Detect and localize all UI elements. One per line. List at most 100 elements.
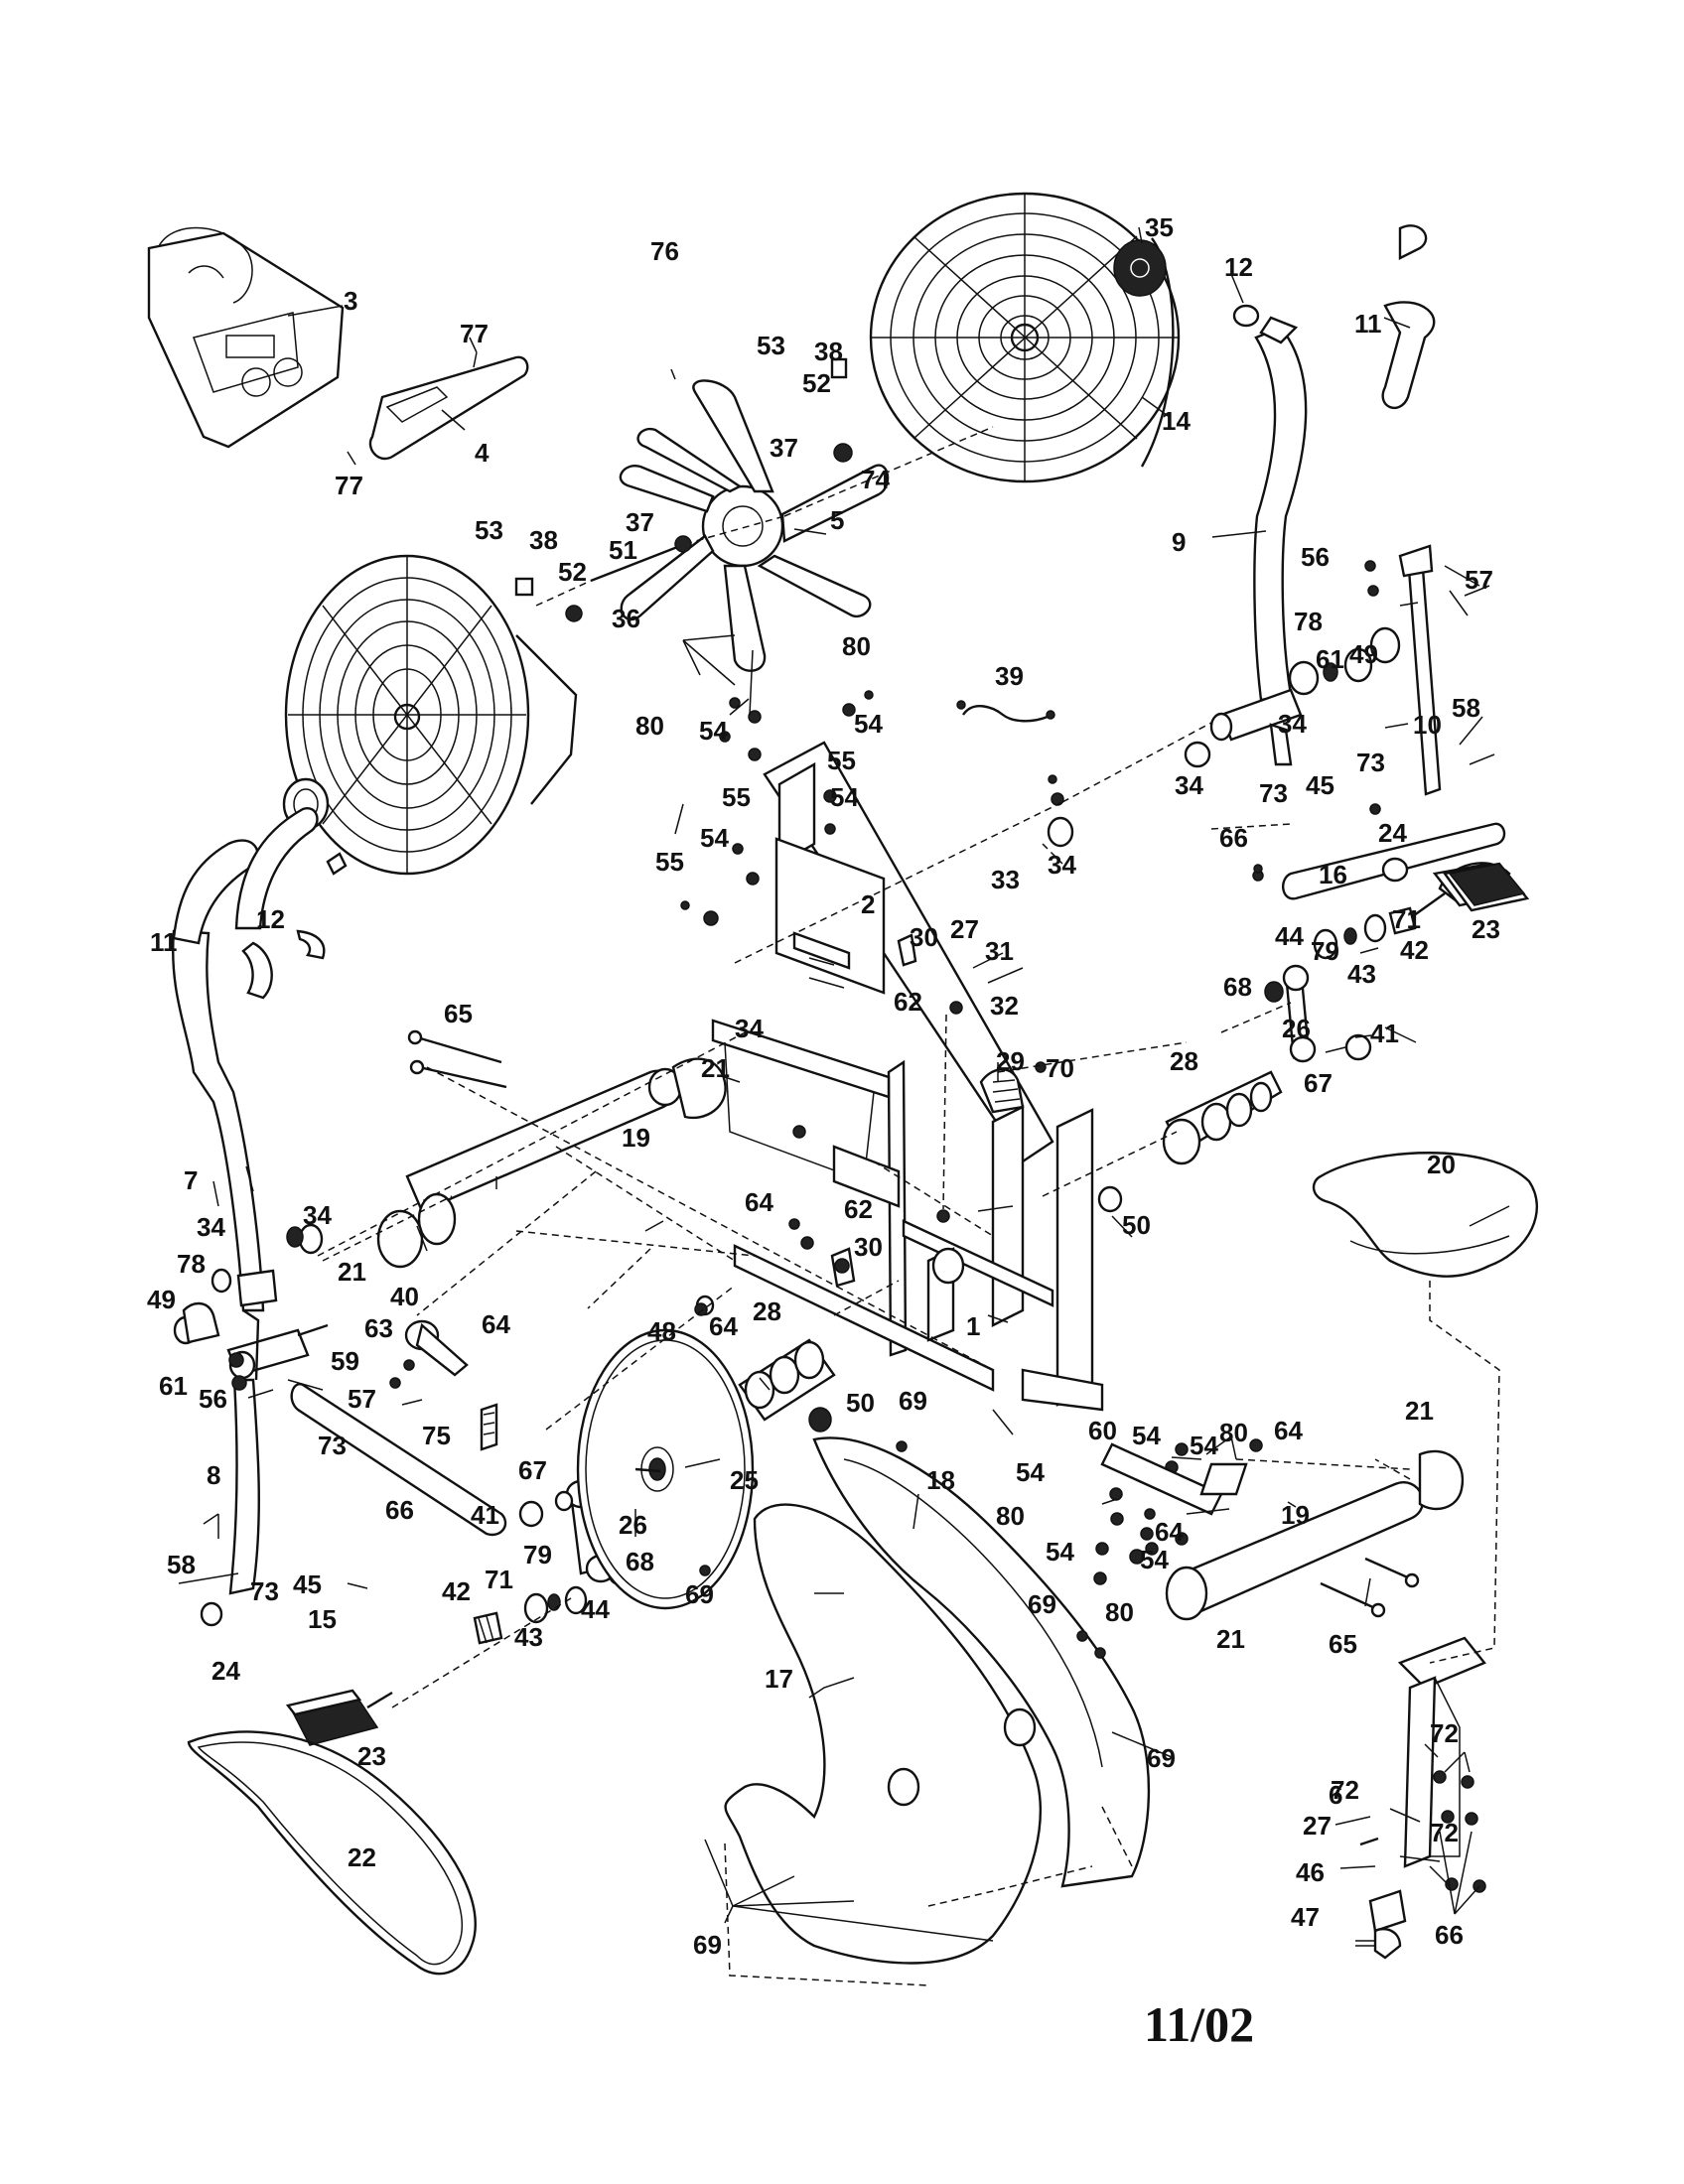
svg-text:9: 9 — [1172, 527, 1186, 557]
svg-text:12: 12 — [1224, 252, 1253, 282]
svg-text:44: 44 — [1275, 921, 1304, 951]
assembly-lines — [317, 722, 1411, 1986]
svg-text:46: 46 — [1296, 1857, 1325, 1887]
svg-text:69: 69 — [685, 1579, 714, 1609]
svg-text:31: 31 — [985, 936, 1014, 966]
svg-text:58: 58 — [167, 1550, 196, 1579]
svg-text:52: 52 — [558, 557, 587, 587]
svg-text:77: 77 — [460, 319, 489, 348]
svg-text:16: 16 — [1319, 860, 1347, 889]
svg-text:3: 3 — [344, 286, 357, 316]
svg-text:69: 69 — [1147, 1743, 1176, 1773]
svg-text:55: 55 — [722, 782, 751, 812]
svg-text:23: 23 — [1472, 914, 1500, 944]
svg-text:70: 70 — [1046, 1053, 1074, 1083]
svg-text:34: 34 — [1278, 709, 1307, 739]
svg-text:80: 80 — [1105, 1597, 1134, 1627]
svg-text:71: 71 — [1392, 904, 1421, 934]
svg-text:27: 27 — [1303, 1811, 1332, 1841]
svg-text:55: 55 — [827, 746, 856, 775]
svg-text:56: 56 — [199, 1384, 227, 1414]
svg-text:56: 56 — [1301, 542, 1330, 572]
svg-text:39: 39 — [995, 661, 1024, 691]
svg-text:23: 23 — [357, 1741, 386, 1771]
svg-text:25: 25 — [730, 1465, 759, 1495]
svg-text:78: 78 — [1294, 607, 1323, 636]
bearing-housing-icon — [695, 1185, 1123, 1433]
svg-text:65: 65 — [1329, 1629, 1357, 1659]
svg-text:64: 64 — [1274, 1416, 1303, 1445]
svg-text:32: 32 — [990, 991, 1019, 1021]
svg-text:64: 64 — [1155, 1517, 1184, 1547]
svg-text:21: 21 — [338, 1257, 366, 1287]
svg-text:12: 12 — [256, 904, 285, 934]
svg-text:67: 67 — [518, 1455, 547, 1485]
svg-text:42: 42 — [1400, 935, 1429, 965]
svg-text:64: 64 — [482, 1309, 510, 1339]
fan-axle-icon — [514, 357, 994, 622]
svg-text:34: 34 — [1048, 850, 1076, 880]
svg-text:47: 47 — [1291, 1902, 1320, 1932]
svg-text:37: 37 — [770, 433, 798, 463]
svg-text:61: 61 — [1316, 644, 1344, 674]
svg-text:21: 21 — [701, 1053, 730, 1083]
date-code: 11/02 — [1144, 1996, 1255, 2052]
svg-text:17: 17 — [765, 1664, 793, 1694]
svg-text:27: 27 — [950, 914, 979, 944]
svg-text:50: 50 — [1122, 1210, 1151, 1240]
fan-guard-icon — [284, 554, 578, 876]
svg-text:73: 73 — [1259, 778, 1288, 808]
svg-text:26: 26 — [1282, 1014, 1311, 1043]
svg-text:24: 24 — [211, 1656, 240, 1686]
svg-text:21: 21 — [1405, 1396, 1434, 1426]
svg-text:54: 54 — [1132, 1421, 1161, 1450]
svg-text:1: 1 — [966, 1311, 980, 1341]
svg-text:67: 67 — [1304, 1068, 1333, 1098]
svg-text:68: 68 — [1223, 972, 1252, 1002]
svg-text:66: 66 — [385, 1495, 414, 1525]
fastener-icon — [389, 560, 1381, 1585]
svg-text:63: 63 — [364, 1313, 393, 1343]
svg-text:54: 54 — [1190, 1431, 1218, 1460]
svg-text:57: 57 — [348, 1384, 376, 1414]
svg-text:79: 79 — [1311, 936, 1339, 966]
svg-text:80: 80 — [996, 1501, 1025, 1531]
svg-text:7: 7 — [184, 1165, 198, 1195]
svg-text:8: 8 — [207, 1460, 220, 1490]
svg-text:19: 19 — [1281, 1500, 1310, 1530]
frame-icon — [711, 741, 1104, 1412]
svg-text:68: 68 — [626, 1547, 654, 1576]
svg-text:48: 48 — [647, 1316, 676, 1346]
svg-text:53: 53 — [757, 331, 785, 360]
flywheel-icon — [576, 1328, 755, 1610]
svg-text:51: 51 — [609, 535, 637, 565]
belt-icon — [187, 1730, 477, 1976]
crank-parts-icon — [1162, 906, 1417, 1165]
svg-text:79: 79 — [523, 1540, 552, 1570]
pedal-icon — [285, 1689, 393, 1746]
svg-text:43: 43 — [1347, 959, 1376, 989]
svg-text:69: 69 — [1028, 1589, 1056, 1619]
svg-text:57: 57 — [1465, 565, 1493, 595]
handlebar-icon — [1209, 224, 1442, 796]
svg-text:26: 26 — [619, 1510, 647, 1540]
console-icon — [147, 226, 345, 449]
svg-text:42: 42 — [442, 1576, 471, 1606]
svg-text:35: 35 — [1145, 212, 1174, 242]
svg-text:22: 22 — [348, 1843, 376, 1872]
leader-lines — [203, 226, 1510, 1942]
svg-text:64: 64 — [709, 1311, 738, 1341]
svg-text:41: 41 — [1370, 1019, 1399, 1048]
svg-text:33: 33 — [991, 865, 1020, 894]
svg-text:61: 61 — [159, 1371, 188, 1401]
svg-text:37: 37 — [626, 507, 654, 537]
svg-text:54: 54 — [1016, 1457, 1045, 1487]
svg-text:72: 72 — [1430, 1718, 1459, 1748]
svg-text:45: 45 — [1306, 770, 1334, 800]
svg-text:49: 49 — [147, 1285, 176, 1314]
svg-text:28: 28 — [753, 1297, 781, 1326]
svg-text:55: 55 — [655, 847, 684, 877]
svg-text:54: 54 — [854, 709, 883, 739]
svg-text:4: 4 — [475, 438, 490, 468]
